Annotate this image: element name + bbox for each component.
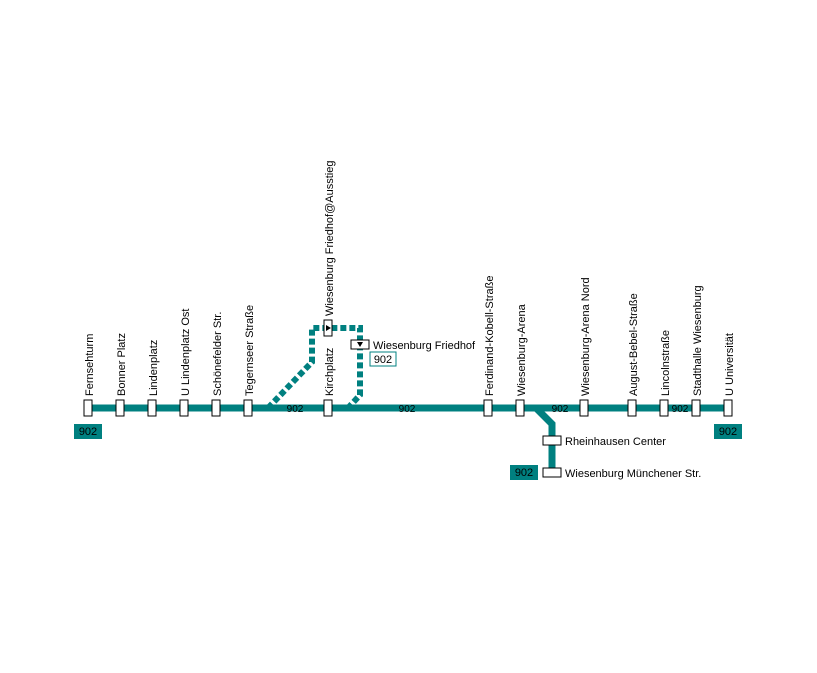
stop-label-friedhof: Wiesenburg Friedhof [373,340,476,352]
station-label: Stadthalle Wiesenburg [692,285,704,396]
station-marker[interactable] [147,399,157,417]
stop-marker-muenchener[interactable] [542,467,562,478]
station-label: Lindenplatz [148,340,160,396]
terminal-tag-text: 902 [79,426,97,438]
line-label: 902 [399,404,416,415]
station-marker[interactable] [723,399,733,417]
station-label: U Lindenplatz Ost [180,309,192,396]
terminal-tag-text: 902 [719,426,737,438]
station-label: U Universität [724,333,736,396]
station-marker[interactable] [211,399,221,417]
station-label: Fernsehturm [84,334,96,396]
station-label: Wiesenburg-Arena [516,303,528,396]
station-label: Tegernseer Straße [244,305,256,396]
station-marker[interactable] [659,399,669,417]
arrow-down-icon [357,342,363,347]
terminal-tag-outline [369,351,397,367]
station-label: Kirchplatz [324,348,336,396]
station-marker[interactable] [483,399,493,417]
station-label: Bonner Platz [116,333,128,396]
stop-label-friedhof-ausstieg: Wiesenburg Friedhof@Ausstieg [324,161,336,316]
stop-marker-rheinhausen[interactable] [542,435,562,446]
station-marker[interactable] [627,399,637,417]
loop-route-dashed [265,325,363,411]
terminal-tag [510,465,538,480]
station-marker[interactable] [579,399,589,417]
terminal-tag [714,424,742,439]
line-label: 902 [552,404,569,415]
line-label: 902 [672,404,689,415]
station-marker[interactable] [179,399,189,417]
line-label: 902 [287,404,304,415]
station-label: Lincolnstraße [660,330,672,396]
station-marker[interactable] [83,399,93,417]
station-label: Ferdinand-Kobell-Straße [484,276,496,396]
stop-label-rheinhausen: Rheinhausen Center [565,436,666,448]
station-marker[interactable] [323,399,333,417]
terminal-tag-text: 902 [374,354,392,366]
branch-route-line [533,405,556,472]
station-label: Schönefelder Str. [212,312,224,396]
terminal-tag-text: 902 [515,467,533,479]
terminal-tag [74,424,102,439]
station-marker[interactable] [691,399,701,417]
arrow-right-icon [326,325,331,331]
stop-label-muenchener: Wiesenburg Münchener Str. [565,468,701,480]
station-label: Wiesenburg-Arena Nord [580,277,592,396]
station-marker[interactable] [115,399,125,417]
station-marker[interactable] [515,399,525,417]
station-label: August-Bebel-Straße [628,293,640,396]
station-marker[interactable] [243,399,253,417]
